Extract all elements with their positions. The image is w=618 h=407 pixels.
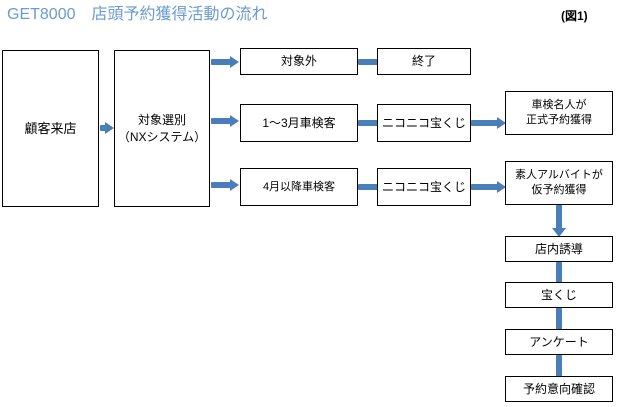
node-booking-intent-check[interactable]: 予約意向確認: [505, 376, 613, 402]
node-out-of-scope[interactable]: 対象外: [240, 48, 358, 75]
node-lottery-upper[interactable]: ニコニコ宝くじ: [377, 104, 471, 142]
node-customer-visit[interactable]: 顧客来店: [2, 50, 99, 207]
node-label: 1～3月車検客: [262, 115, 336, 130]
node-label: 終了: [411, 54, 436, 69]
node-label: 店内誘導: [534, 241, 583, 256]
node-label-line1: 車検名人が: [531, 99, 587, 112]
arrow-target-selection-to-inspection-apr-on: [211, 179, 240, 191]
figure-label: (図1): [561, 9, 588, 23]
node-inspection-jan-mar[interactable]: 1～3月車検客: [240, 104, 358, 142]
node-label-line2: （NXシステム）: [117, 129, 207, 144]
node-end[interactable]: 終了: [377, 48, 471, 75]
node-label-line2: 仮予約獲得: [531, 184, 587, 196]
node-label: ニコニコ宝くじ: [381, 179, 466, 194]
page-title: GET8000 店頭予約獲得活動の流れ: [7, 6, 268, 23]
arrow-target-selection-to-out-of-scope: [211, 56, 240, 68]
arrow-target-selection-to-inspection-jan-mar: [211, 115, 240, 127]
node-label: ニコニコ宝くじ: [381, 115, 466, 130]
node-label-line1: 素人アルバイトが: [515, 169, 603, 182]
node-label-line1: 対象選別: [137, 113, 186, 128]
node-parttime-temp-booking[interactable]: 素人アルバイトが 仮予約獲得: [505, 161, 613, 205]
node-lottery-final[interactable]: 宝くじ: [505, 282, 613, 308]
arrow-customer-visit-to-target-selection: [100, 122, 114, 134]
node-label: 宝くじ: [540, 287, 577, 302]
node-target-selection[interactable]: 対象選別 （NXシステム）: [114, 50, 210, 207]
node-label: 予約意向確認: [522, 381, 595, 396]
node-in-store-guidance[interactable]: 店内誘導: [505, 236, 613, 262]
node-label: 4月以降車検客: [262, 180, 336, 193]
arrow-parttime-temp-booking-to-in-store-guidance: [552, 205, 566, 237]
arrow-lottery-lower-to-parttime-temp-booking: [471, 181, 507, 193]
node-inspection-apr-on[interactable]: 4月以降車検客: [240, 168, 358, 206]
node-questionnaire[interactable]: アンケート: [505, 329, 613, 355]
node-label: アンケート: [529, 334, 589, 349]
node-lottery-lower[interactable]: ニコニコ宝くじ: [377, 168, 471, 206]
arrow-lottery-upper-to-expert-formal-booking: [471, 117, 507, 129]
node-label: 対象外: [280, 54, 317, 69]
node-label-line2: 正式予約獲得: [526, 114, 592, 126]
node-expert-formal-booking[interactable]: 車検名人が 正式予約獲得: [505, 91, 613, 135]
node-label: 顧客来店: [24, 120, 77, 136]
